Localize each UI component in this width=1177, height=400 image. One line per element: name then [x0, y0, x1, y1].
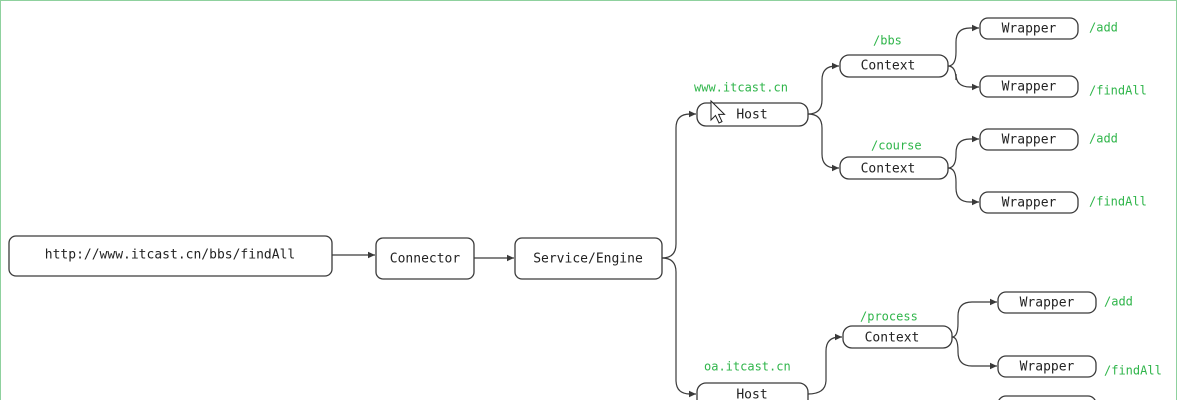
wrapper-course-findall-path: /findAll [1089, 195, 1147, 209]
partial-wrapper-node [998, 395, 1096, 400]
wrapper-process-findall-node: Wrapper [997, 355, 1097, 378]
edge-engine-host-www [661, 110, 696, 259]
url-node: http://www.itcast.cn/bbs/findAll [8, 235, 333, 277]
edge-process-wrapper-findall [951, 336, 997, 370]
edge-course-wrapper-add [947, 135, 979, 169]
context-bbs-node: Context [839, 54, 949, 78]
wrapper-bbs-add-node: Wrapper [979, 17, 1079, 40]
edge-host-oa-context-process [807, 333, 842, 395]
svg-text:http://www.itcast.cn/bbs/findA: http://www.itcast.cn/bbs/findAll [45, 248, 295, 263]
svg-text:Wrapper: Wrapper [1002, 133, 1057, 148]
svg-text:Context: Context [861, 59, 916, 74]
wrapper-course-add-node: Wrapper [979, 128, 1079, 151]
wrapper-bbs-add-path: /add [1089, 21, 1118, 35]
wrapper-process-add-node: Wrapper [997, 291, 1097, 314]
svg-text:Host: Host [736, 388, 767, 400]
svg-text:Host: Host [736, 108, 767, 123]
connector-node: Connector [375, 237, 475, 280]
context-course-label: /course [871, 139, 922, 153]
wrapper-bbs-findall-path: /findAll [1089, 84, 1147, 98]
wrapper-course-findall-node: Wrapper [979, 191, 1079, 214]
edge-process-wrapper-add [951, 298, 997, 338]
svg-text:Wrapper: Wrapper [1002, 196, 1057, 211]
context-process-node: Context [842, 325, 953, 349]
edges [332, 24, 997, 398]
edge-bbs-wrapper-findall [947, 65, 979, 91]
host-www-label: www.itcast.cn [694, 81, 788, 95]
svg-text:Service/Engine: Service/Engine [533, 252, 643, 267]
edge-engine-host-oa [661, 257, 696, 398]
edge-host-context-bbs [807, 62, 839, 115]
svg-text:Wrapper: Wrapper [1020, 296, 1075, 311]
host-www-node: Host [696, 102, 809, 127]
context-bbs-label: /bbs [873, 34, 902, 48]
edge-bbs-wrapper-add [947, 24, 979, 67]
svg-text:Wrapper: Wrapper [1002, 22, 1057, 37]
svg-text:Wrapper: Wrapper [1002, 80, 1057, 95]
context-course-node: Context [839, 156, 949, 180]
svg-text:Context: Context [861, 162, 916, 177]
wrapper-process-add-path: /add [1104, 295, 1133, 309]
edge-course-wrapper-findall [947, 167, 979, 206]
mouse-cursor-icon [710, 99, 726, 124]
service-engine-node: Service/Engine [514, 237, 663, 280]
host-oa-label: oa.itcast.cn [704, 360, 791, 374]
svg-text:Context: Context [865, 331, 920, 346]
wrapper-course-add-path: /add [1089, 132, 1118, 146]
wrapper-process-findall-path: /findAll [1104, 364, 1162, 378]
wrapper-bbs-findall-node: Wrapper [979, 75, 1079, 98]
svg-text:Connector: Connector [390, 252, 461, 267]
edge-host-context-course [807, 113, 839, 172]
svg-text:Wrapper: Wrapper [1020, 360, 1075, 375]
host-oa-node: Host [696, 382, 809, 400]
context-process-label: /process [860, 310, 918, 324]
